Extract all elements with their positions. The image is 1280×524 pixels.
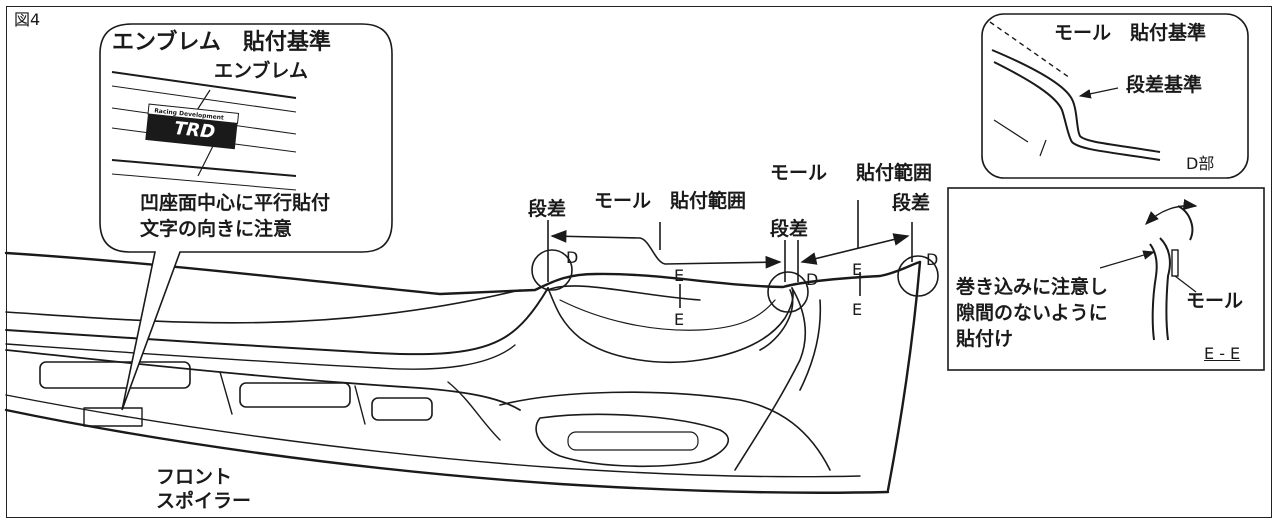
emblem-callout-title: エンブレム 貼付基準 — [112, 30, 331, 55]
section-e-box — [947, 187, 1265, 371]
figure-label: 図4 — [14, 10, 41, 29]
detail-d-pointer — [1078, 87, 1119, 99]
right-lamp-inner — [567, 431, 699, 451]
emblem-note-line1: 凹座面中心に平行貼付 — [140, 192, 331, 214]
right-lamp — [535, 413, 729, 468]
left-intake-inner — [5, 343, 516, 370]
section-e-caption: E - E — [1204, 344, 1241, 363]
lower-lip-inner — [5, 394, 861, 478]
spoiler-top-inner — [5, 285, 794, 351]
range-arrow-left — [550, 229, 782, 269]
right-corner-lines — [734, 287, 822, 471]
label-d-mid: D — [806, 270, 819, 289]
vent-dividers — [219, 371, 501, 441]
emblem-callout-lines — [111, 71, 297, 191]
detail-d-caption: D部 — [1186, 154, 1215, 173]
label-mold-range-left: モール 貼付範囲 — [594, 190, 747, 212]
label-front-spoiler-line1: フロント — [156, 466, 233, 488]
range-markers — [531, 200, 939, 313]
section-e-mold — [1171, 249, 1179, 277]
detail-d-surface — [991, 49, 1161, 153]
d-circle-mid — [767, 271, 809, 313]
section-e-curl-arrow — [1145, 199, 1198, 225]
spoiler-right-end — [886, 260, 922, 492]
lower-vents-band — [5, 349, 521, 411]
emblem-seat — [83, 407, 143, 427]
label-step-right: 段差 — [892, 192, 931, 214]
label-e-left-top: E — [674, 266, 685, 285]
section-e-note-line2: 隙間のないように — [956, 302, 1108, 324]
range-arrow-right — [800, 233, 910, 265]
vent-slot-2 — [239, 382, 351, 408]
section-e-mold-label: モール — [1186, 290, 1244, 312]
center-bulge-inner — [559, 299, 776, 331]
label-front-spoiler-line2: スポイラー — [156, 490, 252, 512]
lower-lip — [4, 408, 890, 494]
label-e-right-top: E — [852, 260, 863, 279]
label-d-right: D — [926, 250, 939, 269]
detail-d-title: モール 貼付基準 — [1054, 22, 1207, 44]
section-e-pointer — [1099, 250, 1156, 269]
trd-logo-text: TRD — [173, 117, 217, 144]
section-e-note-line3: 貼付け — [956, 328, 1014, 350]
label-e-left-bottom: E — [674, 310, 685, 329]
label-e-right-bottom: E — [852, 300, 863, 319]
d-circle-left — [531, 249, 573, 291]
section-e-panel — [1159, 237, 1171, 341]
detail-d-surface-2 — [993, 61, 1161, 161]
spoiler-top-edge — [4, 251, 922, 296]
center-bulge — [547, 287, 794, 363]
trd-emblem — [145, 103, 240, 150]
label-step-left: 段差 — [528, 198, 567, 220]
front-spoiler-drawing — [4, 251, 922, 494]
label-mold-right: モール — [770, 162, 828, 184]
detail-d-edge-dashed — [989, 21, 1071, 79]
label-d-left: D — [566, 248, 579, 267]
label-step-mid: 段差 — [770, 218, 809, 240]
emblem-label: エンブレム — [214, 60, 309, 82]
detail-d-reference: 段差基準 — [1126, 74, 1203, 96]
section-e-panel-2 — [1149, 243, 1158, 341]
vent-slot-1 — [39, 361, 191, 389]
label-range-right: 貼付範囲 — [856, 162, 933, 184]
emblem-note-line2: 文字の向きに注意 — [140, 218, 293, 240]
right-swoosh — [499, 391, 831, 471]
detail-d-box — [981, 13, 1249, 179]
section-e-note-line1: 巻き込みに注意し — [956, 276, 1109, 298]
vent-slot-3 — [371, 397, 433, 421]
d-circle-right — [897, 255, 939, 297]
figure-frame — [6, 6, 1272, 518]
left-intake-contour — [5, 287, 549, 356]
